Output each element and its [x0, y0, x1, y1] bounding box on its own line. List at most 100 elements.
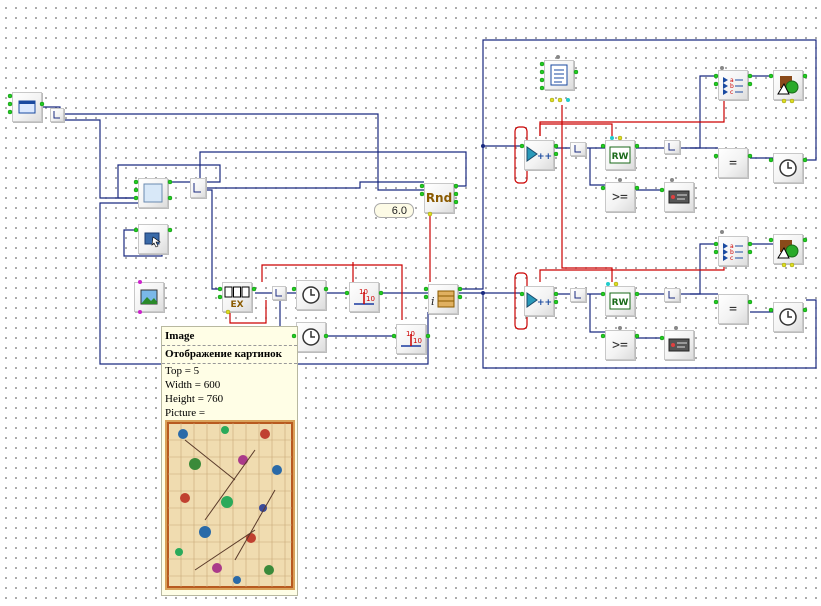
wire[interactable] [117, 164, 221, 199]
timer-component[interactable] [296, 322, 326, 352]
svg-text:c: c [730, 89, 733, 96]
timer-component[interactable] [773, 153, 803, 183]
active-wire[interactable] [561, 105, 613, 282]
tooltip-description: Отображение картинок [162, 345, 297, 364]
tooltip-title: Image [165, 330, 195, 342]
wire[interactable] [589, 294, 605, 333]
hub-icon [193, 183, 201, 193]
hub-node[interactable] [190, 178, 206, 198]
wire[interactable] [690, 75, 718, 149]
wire[interactable] [482, 293, 817, 369]
panel-component[interactable] [138, 178, 168, 208]
equal-icon: = [729, 155, 737, 171]
svg-text:a: a [730, 77, 734, 84]
rnd-label: Rnd [425, 191, 453, 205]
hub-node[interactable] [50, 108, 64, 122]
label-display-icon [668, 338, 690, 352]
wire[interactable] [205, 181, 424, 189]
active-wire[interactable] [261, 264, 403, 320]
memo-icon [550, 64, 568, 86]
equal-icon: = [729, 301, 737, 317]
counter-label: EX [230, 300, 243, 309]
display-component[interactable] [664, 330, 694, 360]
compare-eq-component[interactable]: = [718, 294, 748, 324]
wire[interactable] [60, 119, 138, 199]
hub-icon [668, 143, 675, 151]
timer-component[interactable] [296, 280, 326, 310]
compare-eq-component[interactable]: = [718, 148, 748, 178]
svg-text:++: ++ [537, 152, 552, 162]
multiplexer-icon: abc [723, 77, 743, 96]
greater-equal-icon: >= [612, 189, 628, 205]
hub-node[interactable] [664, 140, 680, 154]
svg-text:b: b [730, 83, 734, 90]
svg-text:10: 10 [366, 295, 375, 303]
active-wire[interactable] [539, 96, 725, 136]
constant-value-box[interactable]: 6.0 [374, 203, 414, 218]
shape-component[interactable] [773, 70, 803, 100]
rw-component[interactable]: RW [605, 286, 635, 316]
hub-icon [668, 291, 675, 299]
compare-ge-component[interactable]: >= [605, 182, 635, 212]
wire[interactable] [690, 243, 718, 295]
math-component[interactable]: ++ [524, 140, 554, 170]
picture-preview [165, 420, 295, 590]
svg-text:RW: RW [612, 298, 629, 308]
hub-icon [53, 111, 60, 119]
rw-icon: RW [609, 146, 631, 164]
button-component[interactable] [138, 224, 168, 254]
junction-point [481, 291, 485, 295]
shape-component[interactable] [773, 234, 803, 264]
label-display-icon [668, 190, 690, 204]
shapes-icon [777, 76, 799, 95]
cursor-button-icon [144, 232, 161, 248]
svg-text:b: b [730, 249, 734, 256]
form-component[interactable] [12, 92, 42, 122]
wire[interactable] [205, 189, 225, 290]
wire[interactable] [458, 39, 817, 290]
clock-icon [779, 159, 797, 177]
wire[interactable] [589, 148, 605, 186]
hub-icon [574, 291, 581, 299]
hub-icon [574, 145, 581, 153]
rw-icon: RW [609, 292, 631, 310]
counter-component[interactable]: EX [222, 282, 252, 312]
wire[interactable] [42, 106, 424, 191]
clock-icon [302, 286, 320, 304]
hub-node[interactable] [272, 286, 286, 300]
active-wire[interactable] [539, 123, 613, 136]
wire[interactable] [190, 151, 467, 187]
tooltip-property: Width = 600 [165, 379, 221, 391]
index-component[interactable]: i [428, 284, 458, 314]
memo-component[interactable] [544, 60, 574, 90]
tooltip-property: Top = 5 [165, 365, 200, 377]
math-plus-icon: ++ [526, 146, 552, 162]
math-component[interactable]: ++ [524, 286, 554, 316]
hub-node[interactable] [570, 288, 586, 302]
compare-ge-component[interactable]: >= [605, 330, 635, 360]
hub-node[interactable] [570, 142, 586, 156]
timer-component[interactable] [773, 302, 803, 332]
junction-point [481, 144, 485, 148]
rw-component[interactable]: RW [605, 140, 635, 170]
random-component[interactable]: Rnd [424, 183, 454, 213]
svg-text:c: c [730, 255, 733, 262]
svg-text:RW: RW [612, 152, 629, 162]
wire[interactable] [99, 202, 429, 365]
active-wire[interactable] [539, 262, 725, 282]
index-icon: i [431, 290, 455, 308]
svg-text:++: ++ [537, 298, 552, 308]
image-component[interactable] [134, 282, 164, 312]
hub-node[interactable] [664, 288, 680, 302]
picture-icon [140, 289, 158, 305]
component-tooltip: Image Отображение картинок Top = 5 Width… [161, 326, 298, 596]
display-component[interactable] [664, 182, 694, 212]
